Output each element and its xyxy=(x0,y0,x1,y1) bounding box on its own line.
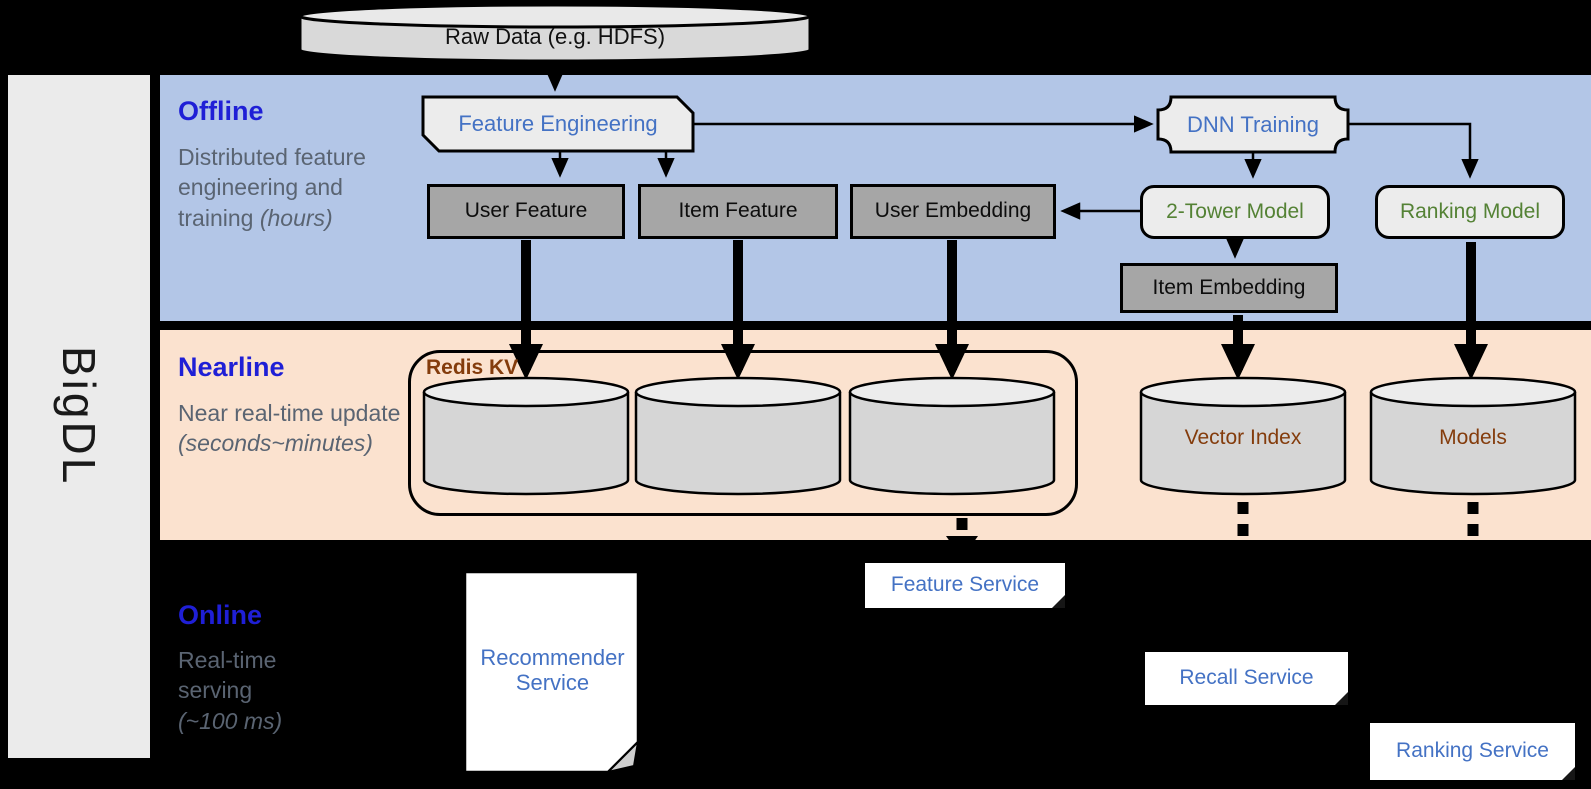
raw-data-cylinder xyxy=(298,3,812,63)
two-tower-model-node: 2-Tower Model xyxy=(1140,185,1330,239)
ranking-service-label: Ranking Service xyxy=(1396,739,1549,763)
nearline-subtitle: Near real-time update (seconds~minutes) xyxy=(178,398,408,459)
arrow-dnn-to-ranking-model xyxy=(1348,122,1479,179)
thick-connectors xyxy=(509,240,1489,381)
offline-title: Offline xyxy=(178,96,264,126)
redis-kv-label: Redis KV xyxy=(426,356,519,379)
recommender-service-document xyxy=(463,570,640,774)
thin-connectors xyxy=(546,62,1479,259)
user-feature-node: User Feature xyxy=(427,184,625,239)
nearline-title: Nearline xyxy=(178,352,285,382)
nearline-subtitle-note: (seconds~minutes) xyxy=(178,430,373,457)
offline-subtitle: Distributed feature engineering and trai… xyxy=(178,142,368,233)
folded-corner-icon xyxy=(1562,767,1575,780)
dnn-training-label: DNN Training xyxy=(1186,111,1320,137)
dashed-connectors xyxy=(956,502,1479,538)
feature-engineering-shape xyxy=(421,95,695,153)
vector-index-label: Vector Index xyxy=(1184,425,1302,449)
folded-corner-icon xyxy=(1052,595,1065,608)
online-subtitle-text: Real-time serving xyxy=(178,647,277,704)
folded-corner-icon xyxy=(1335,692,1348,705)
nearline-subtitle-text: Near real-time update xyxy=(178,400,401,426)
arrowhead-redis-to-feature-service xyxy=(946,536,978,559)
redis-kv-container xyxy=(408,350,1078,516)
offline-subtitle-text: Distributed feature engineering and trai… xyxy=(178,144,366,231)
bigdl-sidebar: BigDL xyxy=(8,75,150,758)
online-subtitle-note: (~100 ms) xyxy=(178,707,283,734)
feature-service-label: Feature Service xyxy=(890,573,1040,597)
ranking-service-node: Ranking Service xyxy=(1370,723,1575,780)
recall-service-node: Recall Service xyxy=(1145,652,1348,705)
offline-subtitle-note: (hours) xyxy=(259,204,333,231)
online-subtitle: Real-time serving (~100 ms) xyxy=(178,645,308,736)
item-feature-node: Item Feature xyxy=(638,184,838,239)
ranking-model-node: Ranking Model xyxy=(1375,185,1565,239)
feature-engineering-label: Feature Engineering xyxy=(458,111,658,137)
online-title: Online xyxy=(178,600,263,630)
kv-cylinder-3 xyxy=(848,376,1056,496)
vector-index-cylinder xyxy=(1139,376,1347,496)
raw-data-label: Raw Data (e.g. HDFS) xyxy=(444,24,666,50)
item-embedding-node: Item Embedding xyxy=(1120,263,1338,313)
models-label: Models xyxy=(1439,425,1507,449)
models-cylinder xyxy=(1369,376,1577,496)
recall-service-label: Recall Service xyxy=(1179,666,1314,690)
kv-cylinder-2 xyxy=(634,376,842,496)
feature-service-node: Feature Service xyxy=(865,563,1065,608)
dnn-training-shape xyxy=(1156,95,1350,154)
user-embedding-node: User Embedding xyxy=(850,184,1056,239)
bigdl-label: BigDL xyxy=(53,346,105,487)
recommender-service-label: Recommender Service xyxy=(480,644,625,695)
